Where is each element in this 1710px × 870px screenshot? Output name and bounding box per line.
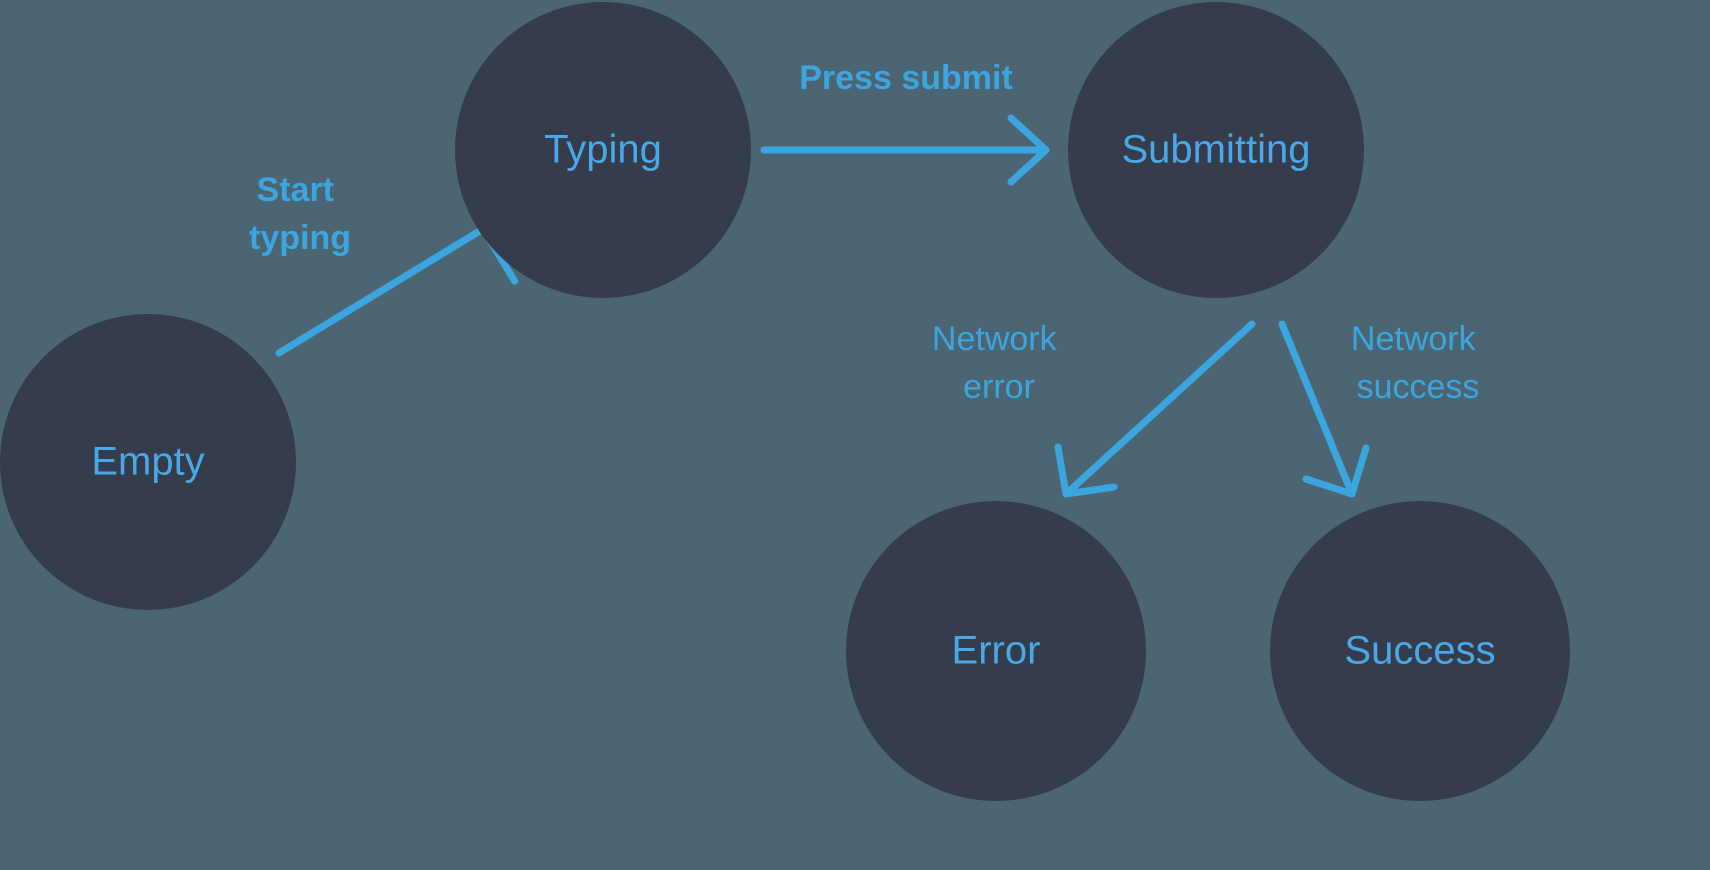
arrow-line-network-error xyxy=(1062,320,1256,498)
transition-label-press-submit: Press submit xyxy=(799,59,1013,97)
transition-label-line: Network xyxy=(932,320,1058,358)
state-node-label-submitting: Submitting xyxy=(1122,128,1311,172)
state-node-circle-typing xyxy=(455,2,751,298)
state-node-label-error: Error xyxy=(952,629,1041,673)
state-node-label-empty: Empty xyxy=(91,440,204,484)
transition-label-start-typing: Start typing xyxy=(249,171,351,257)
transition-label-line: error xyxy=(963,368,1035,406)
transition-network-success[interactable]: Network success xyxy=(1278,320,1485,498)
transition-press-submit[interactable]: Press submit xyxy=(760,59,1050,186)
state-node-success[interactable]: Success xyxy=(1270,501,1570,801)
state-node-label-typing: Typing xyxy=(544,128,662,172)
state-node-circle-error xyxy=(846,501,1146,801)
state-node-typing[interactable]: Typing xyxy=(455,2,751,298)
state-node-circle-submitting xyxy=(1068,2,1364,298)
state-node-label-success: Success xyxy=(1344,629,1495,673)
state-node-submitting[interactable]: Submitting xyxy=(1068,2,1364,298)
arrowhead-network-success xyxy=(1302,444,1370,498)
transition-start-typing[interactable]: Start typing xyxy=(249,171,519,357)
transition-label-line: Press submit xyxy=(799,59,1013,97)
transition-label-line: Start xyxy=(257,171,334,209)
state-node-error[interactable]: Error xyxy=(846,501,1146,801)
transition-label-network-error: Network error xyxy=(932,320,1066,406)
arrowhead-network-error xyxy=(1054,443,1118,498)
state-node-circle-success xyxy=(1270,501,1570,801)
arrowhead-press-submit xyxy=(1007,114,1050,186)
transition-label-network-success: Network success xyxy=(1351,320,1485,406)
state-node-circle-empty xyxy=(0,314,296,610)
transition-label-line: typing xyxy=(249,219,351,257)
transition-network-error[interactable]: Network error xyxy=(932,320,1256,498)
transition-label-line: success xyxy=(1357,368,1480,406)
arrow-line-network-success xyxy=(1278,320,1356,498)
state-node-empty[interactable]: Empty xyxy=(0,314,296,610)
transition-label-line: Network xyxy=(1351,320,1477,358)
